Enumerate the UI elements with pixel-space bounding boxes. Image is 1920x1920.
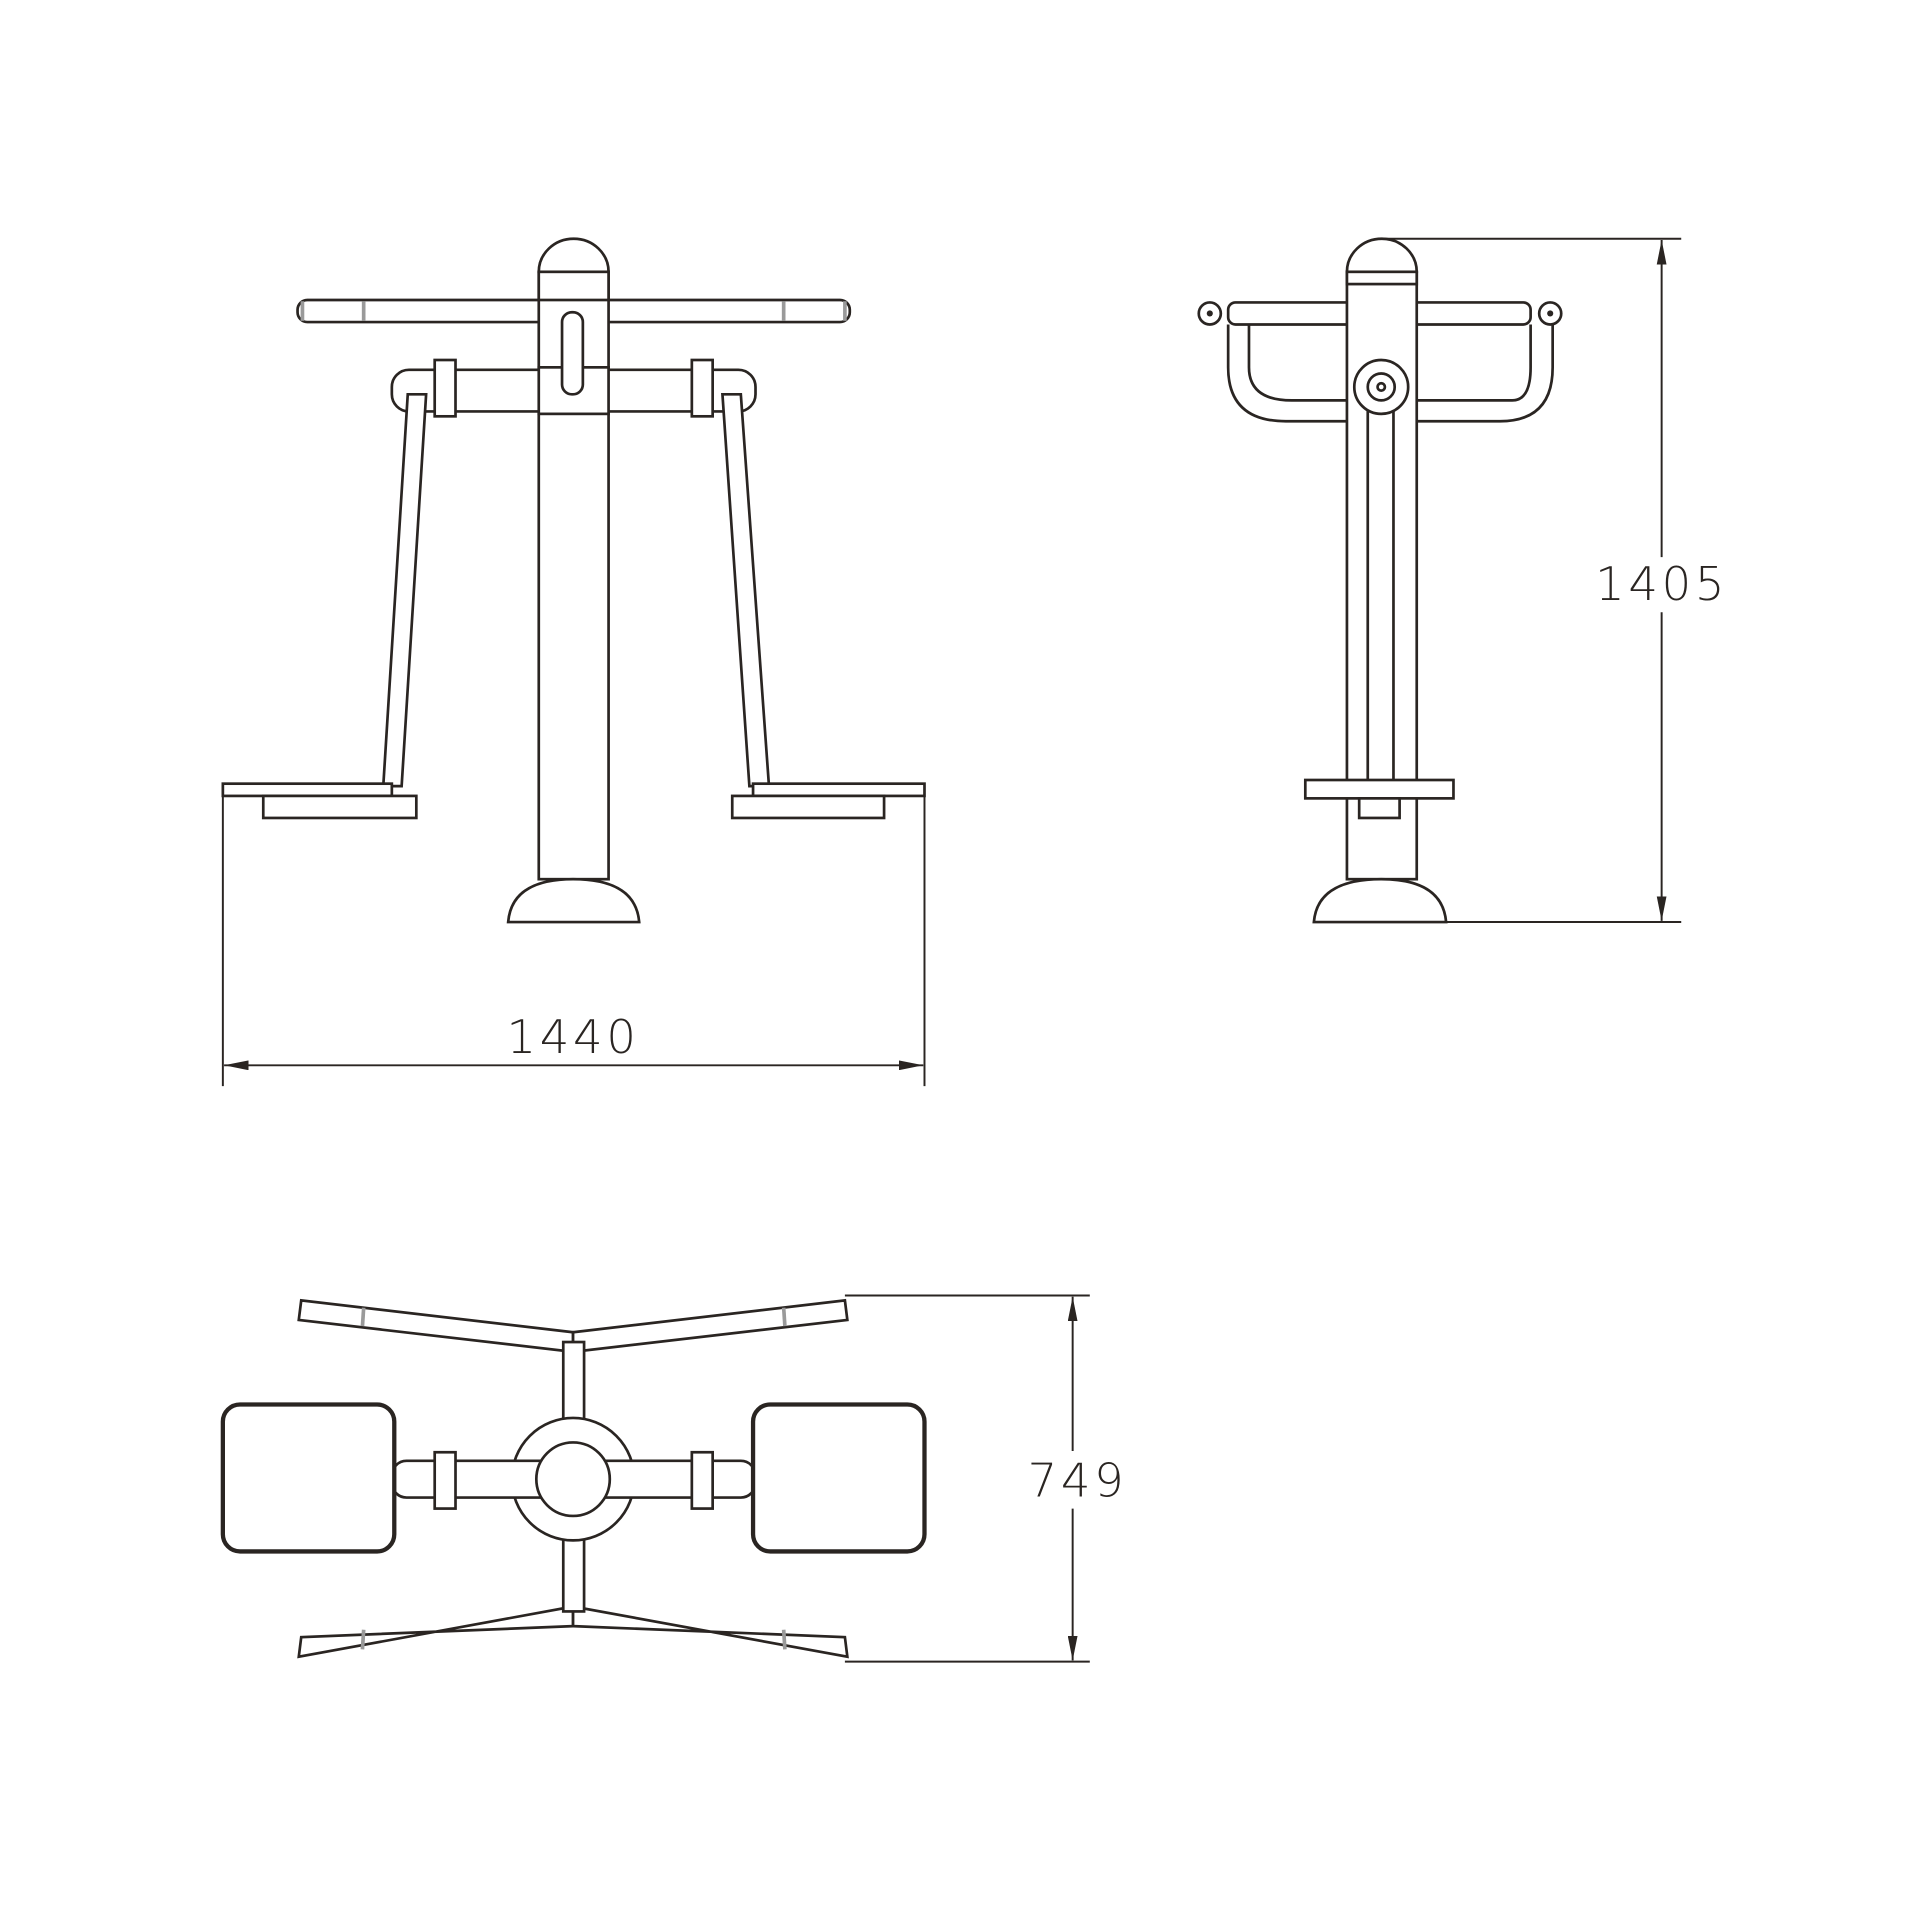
width-dimension: 1440 (221, 789, 926, 1087)
depth-label: 749 (1028, 1453, 1128, 1507)
post-cap (537, 237, 610, 274)
right-swing-arm (721, 392, 771, 788)
left-pedal-top (220, 1402, 397, 1554)
front-view (221, 237, 926, 924)
left-pedal (221, 782, 394, 798)
pedal-side (1303, 778, 1455, 800)
top-view (220, 1298, 927, 1659)
left-swing-arm (381, 392, 428, 788)
base (506, 877, 641, 924)
height-dimension: 1405 (1383, 237, 1728, 924)
width-label: 1440 (507, 1010, 640, 1064)
handle-arm (297, 1298, 575, 1354)
depth-dimension: 749 (844, 1294, 1128, 1663)
height-label: 1405 (1595, 557, 1728, 611)
right-pedal-top (750, 1402, 927, 1554)
right-pedal (751, 782, 926, 798)
hanger (560, 310, 585, 396)
swing-arm-side (1366, 385, 1395, 793)
post-top (534, 1441, 612, 1518)
side-view (1197, 237, 1563, 924)
